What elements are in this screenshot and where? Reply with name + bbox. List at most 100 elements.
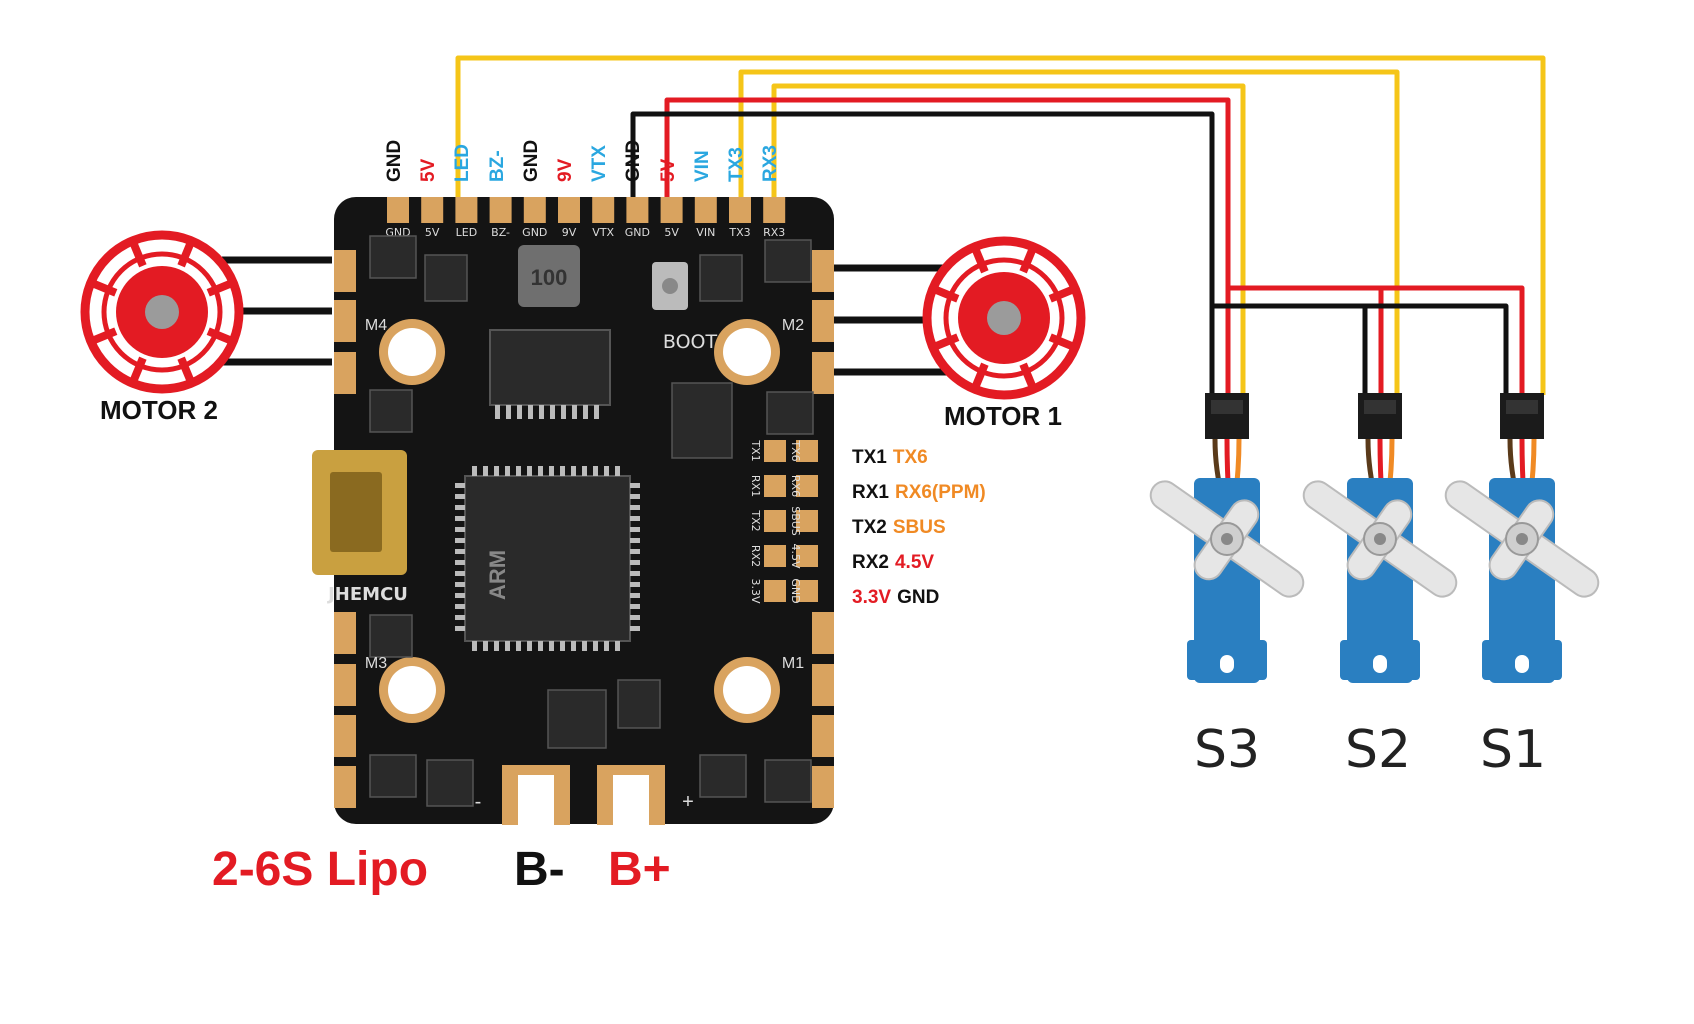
top-pad: [694, 197, 717, 223]
silk-side-r-4: GND: [789, 578, 802, 603]
silk-top-9: VIN: [696, 226, 715, 239]
silk-top-11: RX3: [763, 226, 785, 239]
motor-2-spoke: [177, 356, 197, 388]
mcu-pin: [494, 641, 499, 651]
servo-s1-connector-slot: [1506, 400, 1538, 414]
silk-top-1: 5V: [425, 226, 440, 239]
motor-2-spoke: [127, 236, 147, 268]
mcu-pin: [455, 615, 465, 620]
silk-side-r-1: RX6: [789, 475, 802, 497]
motor-1-spoke: [969, 362, 989, 394]
mcu-pin: [455, 593, 465, 598]
boot-mark: BOOT: [663, 331, 718, 353]
ic-component: [764, 239, 812, 283]
mcu-pin: [549, 641, 554, 651]
battery-pos-hole: [613, 775, 649, 825]
mcu-pin: [527, 641, 532, 651]
servo-s2-label: S2: [1345, 720, 1412, 780]
top-pin-label-6: VTX: [589, 145, 611, 182]
mount-hole: [723, 328, 771, 376]
uart-pad: [764, 580, 786, 602]
top-pad: [455, 197, 478, 223]
baro-pin: [561, 405, 566, 419]
mcu-pin: [455, 560, 465, 565]
baro-pin: [550, 405, 555, 419]
mcu-pin: [571, 466, 576, 476]
top-pin-label-10: TX3: [726, 147, 747, 182]
mcu-pin: [630, 626, 640, 631]
mcu-pin: [472, 641, 477, 651]
mcu-pin: [582, 466, 587, 476]
mcu-pin: [472, 466, 477, 476]
baro-pin: [572, 405, 577, 419]
ic-component: [424, 254, 468, 302]
ic-component: [766, 391, 814, 435]
mcu-pin: [538, 466, 543, 476]
mcu-pin: [455, 505, 465, 510]
top-pin-label-8: 5V: [657, 158, 679, 182]
silk-side-r-3: 4.5V: [789, 543, 802, 568]
mcu-pin: [615, 466, 620, 476]
ic-component: [547, 689, 607, 749]
mcu-pin: [582, 641, 587, 651]
motor-1-label: MOTOR 1: [944, 401, 1062, 431]
motor-1-spoke: [1048, 333, 1080, 353]
top-pad: [729, 197, 751, 223]
pin-label-rx1: RX1: [852, 482, 889, 503]
mcu-pin: [516, 641, 521, 651]
wire-gnd: [630, 111, 1509, 395]
wire-rx3-signal: [771, 83, 1246, 395]
top-pin-label-7: GND: [623, 139, 645, 182]
motor-2-spoke: [177, 236, 197, 268]
mcu-pin: [630, 549, 640, 554]
pin-label-tx1: TX1: [852, 447, 887, 468]
mcu-pin: [549, 466, 554, 476]
ic-component: [671, 382, 733, 459]
silk-top-4: GND: [522, 226, 547, 239]
mcu-pin: [483, 466, 488, 476]
baro-pin: [517, 405, 522, 419]
ic-component: [617, 679, 661, 729]
m3-mark: M3: [365, 655, 387, 672]
motor-2-shaft: [145, 295, 179, 329]
silk-side-4: 3.3V: [749, 578, 762, 603]
mcu-pin: [455, 604, 465, 609]
pin-label-gnd-side: GND: [897, 587, 940, 608]
servo-s1-label: S1: [1480, 720, 1547, 780]
mcu-pin: [630, 560, 640, 565]
silk-side-0: TX1: [749, 439, 762, 461]
top-pad: [421, 197, 444, 223]
pin-label-tx6: TX6: [892, 447, 928, 468]
uart-pad: [796, 580, 818, 602]
wire-led-signal: [455, 55, 1546, 395]
mcu-pin: [630, 615, 640, 620]
silk-top-6: VTX: [592, 226, 614, 239]
mcu-pin: [560, 466, 565, 476]
right-pad: [812, 715, 834, 757]
mount-hole: [723, 666, 771, 714]
servo-s1: [1444, 393, 1600, 683]
baro-pin: [583, 405, 588, 419]
top-pin-label-11: RX3: [760, 145, 782, 182]
ic-component: [426, 759, 474, 807]
mcu-pin: [604, 466, 609, 476]
uart-pad: [764, 440, 786, 462]
motor-2-label: MOTOR 2: [100, 395, 218, 425]
motor-1: [922, 236, 1086, 400]
wire-tx3-signal: [738, 69, 1400, 395]
servo-s3-label: S3: [1194, 720, 1261, 780]
mount-hole: [388, 666, 436, 714]
battery-neg-hole: [518, 775, 554, 825]
right-pad: [812, 766, 834, 808]
servo-s2: [1302, 393, 1458, 683]
ic-component: [369, 389, 413, 433]
mcu-pin: [527, 466, 532, 476]
baro-chip: [489, 329, 611, 406]
mcu-pin: [630, 527, 640, 532]
mcu-pin: [630, 505, 640, 510]
left-pad: [334, 766, 356, 808]
inductor: [518, 245, 580, 307]
right-pad: [812, 612, 834, 654]
